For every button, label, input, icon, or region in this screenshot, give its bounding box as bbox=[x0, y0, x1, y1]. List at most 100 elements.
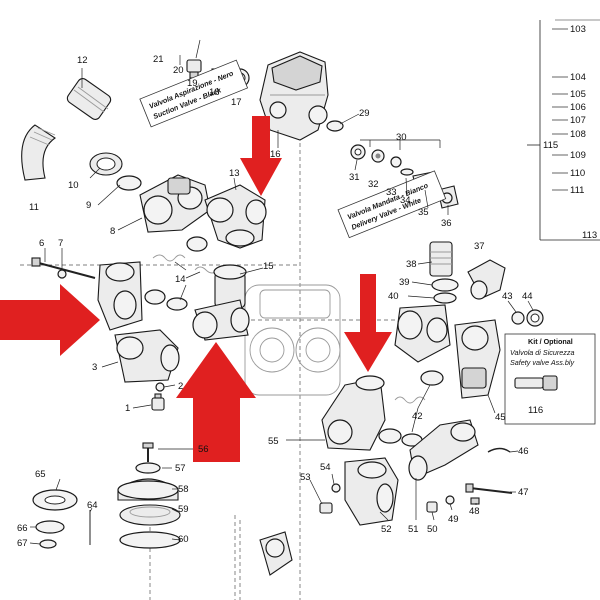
red-arrow-bottom bbox=[176, 342, 256, 462]
nut-10 bbox=[89, 152, 123, 176]
label-49: 49 bbox=[448, 514, 459, 525]
label-32: 32 bbox=[368, 179, 379, 190]
o-ring-42b bbox=[378, 428, 402, 444]
o-ring-29 bbox=[326, 120, 344, 132]
elbow-51 bbox=[408, 419, 479, 481]
washer-7 bbox=[57, 269, 67, 279]
label-31: 31 bbox=[349, 172, 360, 183]
label-111: 111 bbox=[570, 185, 584, 196]
red-arrow-right bbox=[344, 274, 392, 372]
label-9: 9 bbox=[86, 200, 91, 211]
kit-optional-box bbox=[504, 333, 596, 425]
label-47: 47 bbox=[518, 487, 529, 498]
label-6: 6 bbox=[39, 238, 44, 249]
label-104: 104 bbox=[570, 72, 586, 83]
label-66: 66 bbox=[17, 523, 28, 534]
label-56: 56 bbox=[198, 444, 209, 455]
label-50: 50 bbox=[427, 524, 438, 535]
bolt-6 bbox=[31, 257, 96, 279]
nut-39 bbox=[431, 278, 459, 292]
o-ring-43 bbox=[511, 311, 525, 325]
plug-50 bbox=[426, 501, 438, 513]
label-18: 18 bbox=[209, 87, 220, 98]
kit-note-it: Valvola di Sicurezza bbox=[510, 348, 574, 357]
valve-body-52 bbox=[344, 457, 399, 526]
manifold-8 bbox=[139, 174, 211, 233]
nut-48 bbox=[470, 497, 480, 505]
ring-67 bbox=[39, 539, 57, 549]
pump-body-outline bbox=[244, 284, 341, 396]
kit-title: Kit / Optional bbox=[528, 337, 573, 346]
label-19: 19 bbox=[187, 78, 198, 89]
o-ring-54 bbox=[331, 483, 341, 493]
label-16: 16 bbox=[270, 149, 281, 160]
clip-46 bbox=[487, 447, 511, 453]
label-107: 107 bbox=[570, 115, 586, 126]
o-ring-49 bbox=[445, 495, 455, 505]
label-1: 1 bbox=[125, 403, 130, 414]
red-arrow-left bbox=[0, 284, 100, 356]
elbow-37 bbox=[467, 259, 506, 300]
red-arrow-top bbox=[240, 116, 282, 196]
label-59: 59 bbox=[178, 504, 189, 515]
label-105: 105 bbox=[570, 89, 586, 100]
pump-head bbox=[259, 51, 329, 141]
label-43: 43 bbox=[502, 291, 513, 302]
partial-part-bottom bbox=[234, 515, 293, 600]
label-10: 10 bbox=[68, 180, 79, 191]
label-60: 60 bbox=[178, 534, 189, 545]
label-106: 106 bbox=[570, 102, 586, 113]
valve-body-4 bbox=[97, 261, 143, 331]
spring-42 bbox=[394, 396, 426, 404]
label-37: 37 bbox=[474, 241, 485, 252]
manifold-55 bbox=[321, 375, 386, 451]
kit-note-en: Safety valve Ass.bly bbox=[510, 358, 574, 367]
label-14: 14 bbox=[175, 274, 186, 285]
right-column-leaders bbox=[552, 28, 568, 191]
label-116: 116 bbox=[528, 405, 543, 416]
label-55: 55 bbox=[268, 436, 279, 447]
label-108: 108 bbox=[570, 129, 586, 140]
label-30: 30 bbox=[396, 132, 407, 143]
o-ring-40 bbox=[433, 292, 457, 304]
label-33: 33 bbox=[386, 187, 397, 198]
label-21: 21 bbox=[153, 54, 164, 65]
label-53: 53 bbox=[300, 472, 311, 483]
part-labels: 12 21 20 19 18 17 16 29 30 31 32 33 34 3… bbox=[17, 24, 597, 549]
manifold-13 bbox=[204, 184, 267, 249]
ring-66 bbox=[35, 520, 65, 534]
ring-60 bbox=[119, 531, 181, 549]
label-67: 67 bbox=[17, 538, 28, 549]
hose-nipple-12 bbox=[66, 78, 112, 120]
label-38: 38 bbox=[406, 259, 417, 270]
hose-nipple-38 bbox=[429, 241, 453, 277]
label-20: 20 bbox=[173, 65, 184, 76]
label-115: 115 bbox=[543, 140, 558, 151]
label-110: 110 bbox=[570, 168, 585, 179]
label-7: 7 bbox=[58, 238, 63, 249]
washer-57 bbox=[135, 462, 161, 474]
label-3: 3 bbox=[92, 362, 97, 373]
bolt-47 bbox=[465, 483, 513, 494]
manifold-15 bbox=[192, 264, 250, 341]
label-46: 46 bbox=[518, 446, 529, 457]
valve-body-45 bbox=[454, 319, 501, 399]
hose-elbow-11 bbox=[21, 124, 56, 181]
label-103: 103 bbox=[570, 24, 586, 35]
label-109: 109 bbox=[570, 150, 586, 161]
label-64: 64 bbox=[87, 500, 98, 511]
label-42: 42 bbox=[412, 411, 423, 422]
label-52: 52 bbox=[381, 524, 392, 535]
label-2: 2 bbox=[178, 381, 183, 392]
label-17: 17 bbox=[231, 97, 242, 108]
o-ring-42a bbox=[420, 370, 444, 386]
label-34: 34 bbox=[400, 195, 411, 206]
label-36: 36 bbox=[441, 218, 452, 229]
leader-lines bbox=[29, 39, 534, 545]
o-ring-9 bbox=[116, 175, 142, 191]
cover-58 bbox=[117, 478, 179, 501]
label-58: 58 bbox=[178, 484, 189, 495]
diaphragm-59 bbox=[119, 504, 181, 526]
